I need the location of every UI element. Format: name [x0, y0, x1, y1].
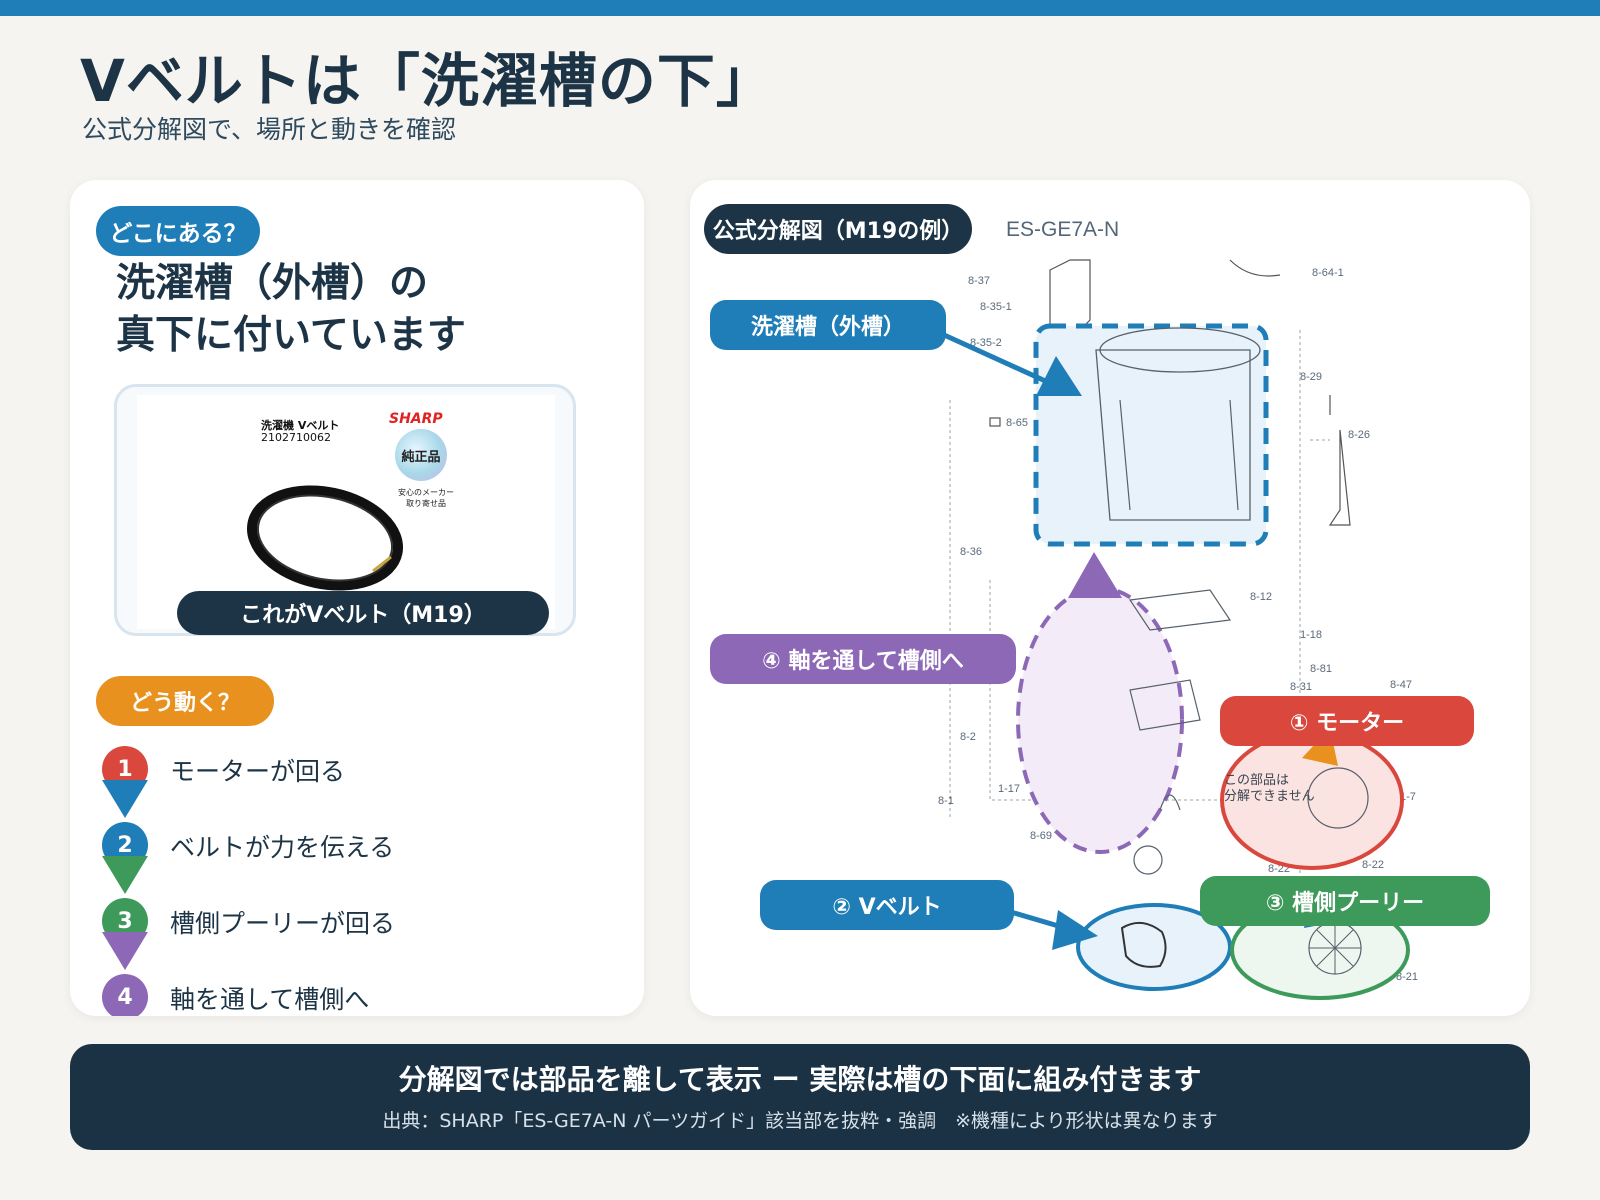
product-name: 洗濯機 Vベルト	[261, 419, 340, 432]
step-label-1: モーターが回る	[170, 757, 346, 786]
where-badge: どこにある？	[96, 206, 260, 256]
motor-note-line2: 分解できません	[1224, 789, 1315, 804]
step-label-4: 軸を通して槽側へ	[170, 985, 370, 1014]
seal-caption-line2: 取り寄せ品	[406, 499, 446, 508]
svg-text:8-21: 8-21	[1396, 971, 1418, 983]
genuine-seal: 純正品	[395, 429, 447, 481]
svg-text:8-12: 8-12	[1250, 591, 1272, 603]
svg-text:8-36: 8-36	[960, 546, 982, 558]
svg-text:8-35-2: 8-35-2	[970, 337, 1002, 349]
seal-caption-line1: 安心のメーカー	[398, 488, 454, 497]
location-heading-line1: 洗濯槽（外槽）の	[116, 261, 429, 306]
callout-shaft: ④ 軸を通して槽側へ	[710, 634, 1016, 684]
page-title: Vベルトは「洗濯槽の下」	[80, 47, 775, 115]
exploded-diagram: 8-37 8-35-1 8-35-2 8-64-1 8-29 8-26 8-65…	[938, 259, 1418, 1000]
shaft-up-arrow	[1068, 552, 1122, 598]
svg-text:1-17: 1-17	[998, 783, 1020, 795]
svg-text:8-31: 8-31	[1290, 681, 1312, 693]
step-arrow-2	[102, 856, 148, 894]
belt-arrow	[1003, 907, 1098, 950]
svg-text:8-65: 8-65	[1006, 417, 1028, 429]
svg-text:8-2: 8-2	[960, 731, 976, 743]
svg-text:8-26: 8-26	[1348, 429, 1370, 441]
callout-motor: ① モーター	[1220, 696, 1474, 746]
belt-photo: 洗濯機 Vベルト 2102710062 SHARP 純正品 安心のメーカー 取り…	[137, 395, 555, 635]
svg-text:8-64-1: 8-64-1	[1312, 267, 1344, 279]
product-code: 2102710062	[261, 431, 331, 444]
step-label-3: 槽側プーリーが回る	[170, 909, 396, 938]
svg-text:8-81: 8-81	[1310, 663, 1332, 675]
step-arrow-1	[102, 780, 148, 818]
callout-tub: 洗濯槽（外槽）	[710, 300, 946, 350]
seal-caption: 安心のメーカー 取り寄せ品	[395, 487, 457, 509]
location-heading-line2: 真下に付いています	[116, 313, 466, 358]
diagram-card: 8-37 8-35-1 8-35-2 8-64-1 8-29 8-26 8-65…	[690, 180, 1530, 1016]
model-number: ES-GE7A-N	[1006, 218, 1120, 241]
diagram-badge: 公式分解図（M19の例）	[704, 204, 972, 254]
callout-pulley: ③ 槽側プーリー	[1200, 876, 1490, 926]
step-label-2: ベルトが力を伝える	[170, 833, 395, 862]
footer-banner: 分解図では部品を離して表示 ー 実際は槽の下面に組み付きます 出典：SHARP「…	[70, 1044, 1530, 1150]
page-subtitle: 公式分解図で、場所と動きを確認	[82, 115, 457, 144]
belt-caption: これがVベルト（M19）	[177, 591, 549, 635]
step-arrow-3	[102, 932, 148, 970]
footer-main-text: 分解図では部品を離して表示 ー 実際は槽の下面に組み付きます	[398, 1063, 1202, 1096]
how-badge: どう動く？	[96, 676, 274, 726]
svg-text:8-29: 8-29	[1300, 371, 1322, 383]
location-card: どこにある？ 洗濯槽（外槽）の 真下に付いています 洗濯機 Vベルト 21027…	[70, 180, 644, 1016]
svg-text:1-18: 1-18	[1300, 629, 1322, 641]
svg-text:8-69: 8-69	[1030, 830, 1052, 842]
svg-text:8-22: 8-22	[1362, 859, 1384, 871]
svg-text:8-1: 8-1	[938, 795, 954, 807]
motor-note-line1: この部品は	[1224, 773, 1289, 788]
belt-photo-frame: 洗濯機 Vベルト 2102710062 SHARP 純正品 安心のメーカー 取り…	[114, 384, 576, 636]
callout-belt: ② Vベルト	[760, 880, 1014, 930]
svg-text:8-37: 8-37	[968, 275, 990, 287]
svg-text:8-47: 8-47	[1390, 679, 1412, 691]
tub-arrow	[940, 331, 1082, 396]
step-number-4: 4	[102, 974, 148, 1016]
top-accent-bar	[0, 0, 1600, 16]
brand-logo: SHARP	[389, 411, 443, 427]
v-belt-image	[246, 485, 404, 591]
location-heading: 洗濯槽（外槽）の 真下に付いています	[116, 258, 466, 362]
svg-text:8-35-1: 8-35-1	[980, 301, 1012, 313]
footer-source-text: 出典：SHARP「ES-GE7A-N パーツガイド」該当部を抜粋・強調 ※機種に…	[382, 1110, 1218, 1132]
